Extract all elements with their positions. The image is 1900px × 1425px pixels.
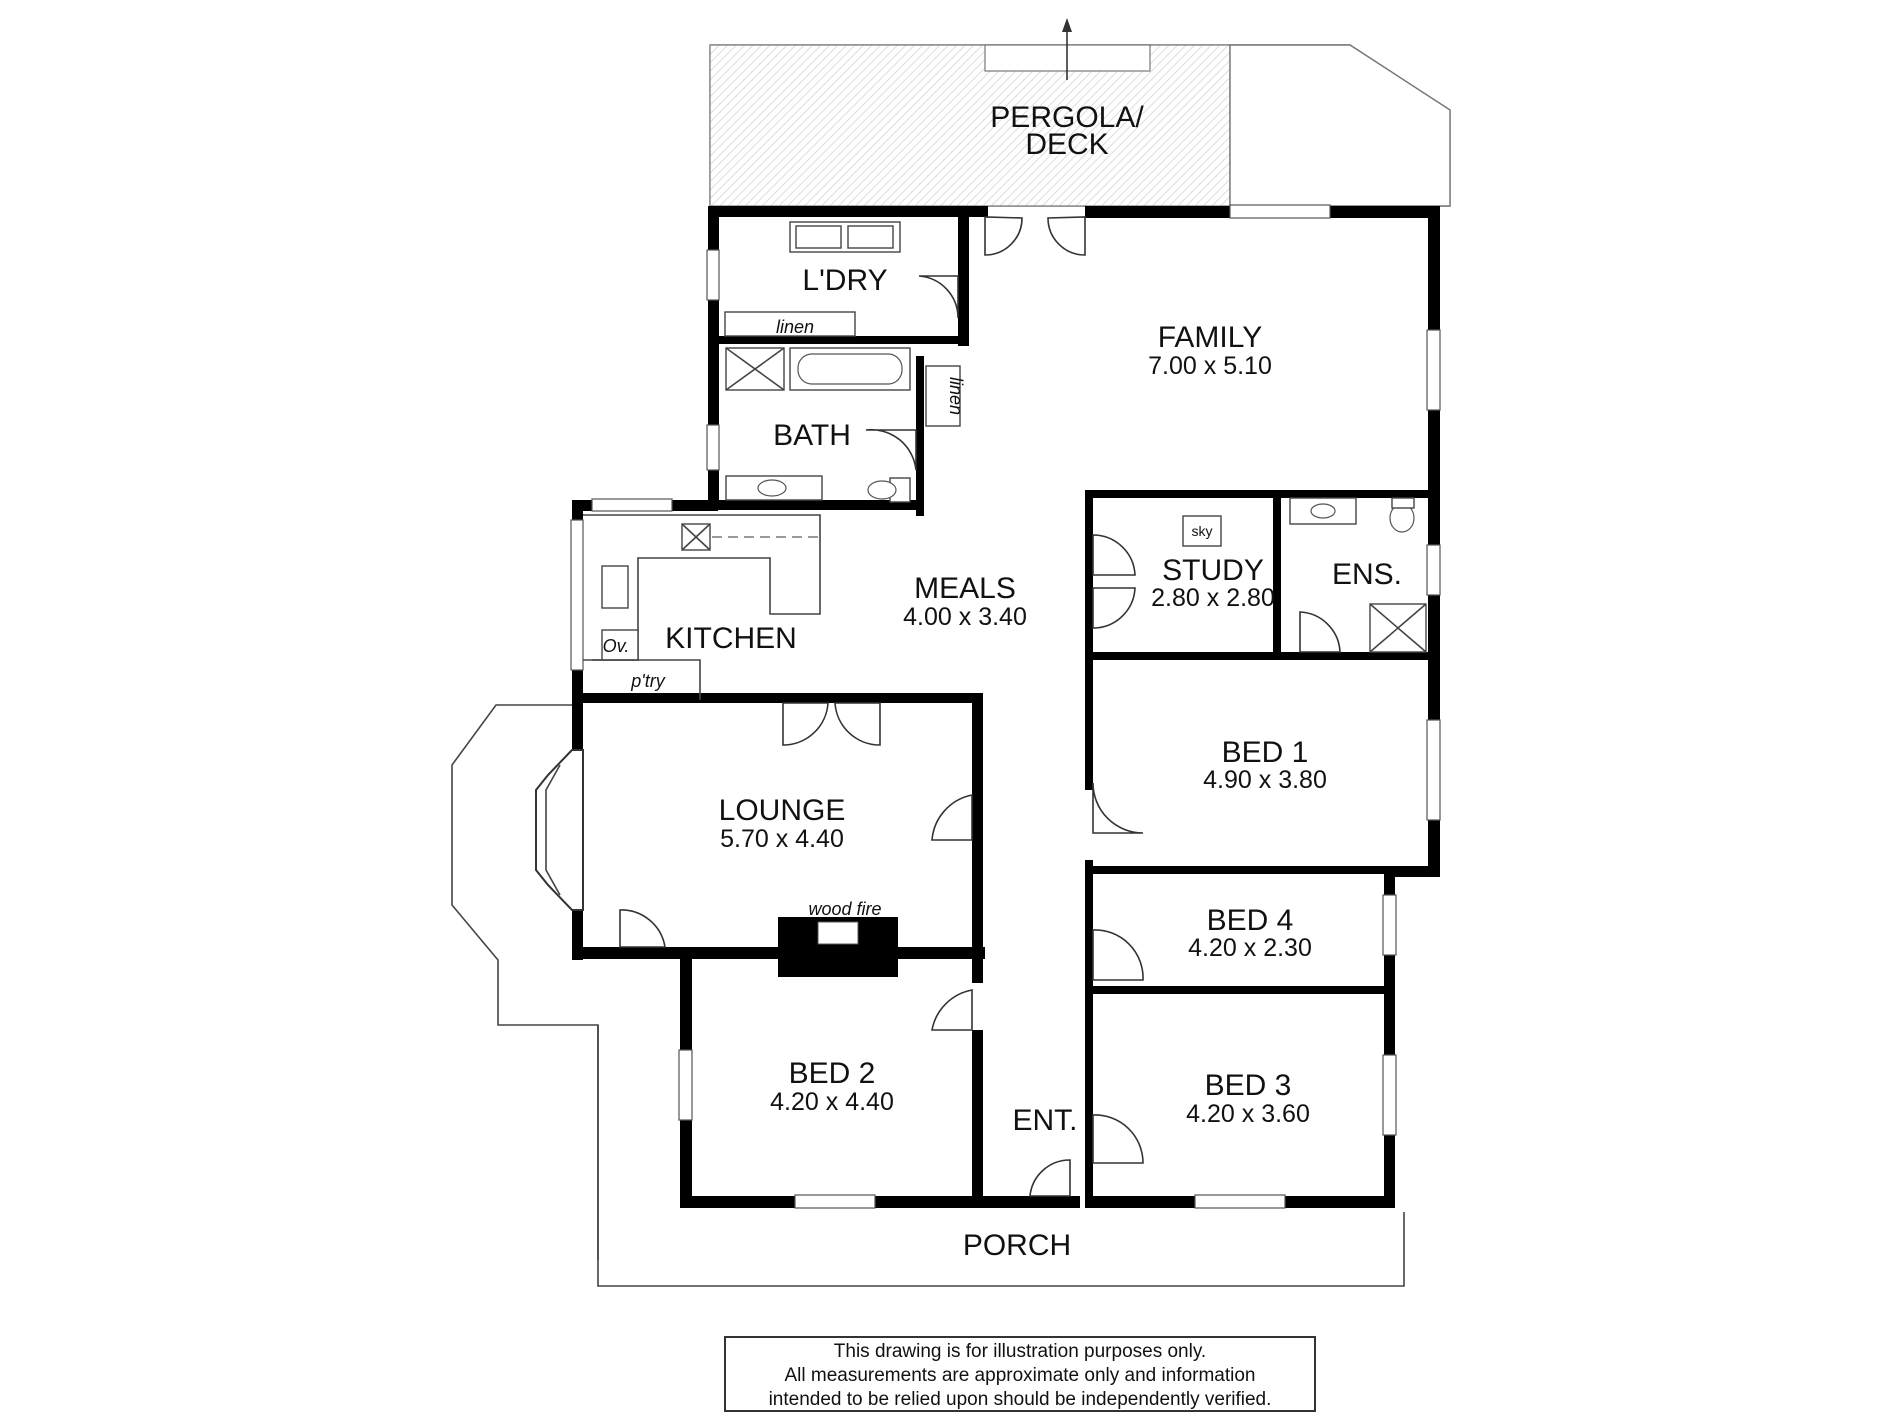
bed1-size: 4.90 x 3.80 bbox=[1203, 766, 1327, 794]
walls bbox=[572, 206, 1440, 1208]
study-size: 2.80 x 2.80 bbox=[1151, 584, 1275, 612]
porch-label: PORCH bbox=[963, 1229, 1071, 1262]
meals-size: 4.00 x 3.40 bbox=[903, 603, 1027, 631]
bath-label: BATH bbox=[773, 419, 851, 452]
family-label: FAMILY bbox=[1158, 321, 1262, 354]
pergola-label-line1: PERGOLA/ bbox=[990, 101, 1144, 134]
pergola-label-line2: DECK bbox=[1025, 128, 1108, 161]
porch-outline bbox=[451, 704, 1405, 1287]
entry-label: ENT. bbox=[1012, 1104, 1077, 1137]
family-size: 7.00 x 5.10 bbox=[1148, 352, 1272, 380]
pergola-deck bbox=[709, 18, 1451, 207]
lounge-size: 5.70 x 4.40 bbox=[720, 825, 844, 853]
bed3-label: BED 3 bbox=[1205, 1069, 1292, 1102]
bed4-label: BED 4 bbox=[1207, 904, 1294, 937]
kitchen-label: KITCHEN bbox=[665, 622, 797, 655]
skylight-label: sky bbox=[1192, 523, 1213, 539]
linen-hall-label: linen bbox=[946, 377, 966, 415]
bed2-label: BED 2 bbox=[789, 1057, 876, 1090]
bed3-size: 4.20 x 3.60 bbox=[1186, 1100, 1310, 1128]
doors bbox=[619, 216, 1341, 1197]
bed1-label: BED 1 bbox=[1222, 736, 1309, 769]
linen-laundry-label: linen bbox=[776, 317, 814, 337]
pantry-label: p'try bbox=[630, 671, 665, 691]
laundry-label: L'DRY bbox=[802, 264, 887, 297]
ensuite-label: ENS. bbox=[1332, 558, 1402, 591]
oven-label: Ov. bbox=[603, 636, 630, 656]
disclaimer-line3: intended to be relied upon should be ind… bbox=[768, 1389, 1272, 1410]
wood-fire-label: wood fire bbox=[808, 899, 881, 919]
disclaimer-line1: This drawing is for illustration purpose… bbox=[833, 1341, 1207, 1362]
lounge-label: LOUNGE bbox=[719, 794, 846, 827]
bed4-size: 4.20 x 2.30 bbox=[1188, 934, 1312, 962]
study-label: STUDY bbox=[1162, 554, 1264, 587]
meals-label: MEALS bbox=[914, 572, 1016, 605]
windows bbox=[535, 204, 1441, 1209]
pergola-label: PERGOLA/ DECK bbox=[990, 101, 1144, 161]
fixtures bbox=[583, 221, 1427, 700]
disclaimer-box: This drawing is for illustration purpose… bbox=[724, 1336, 1316, 1412]
disclaimer-line2: All measurements are approximate only an… bbox=[784, 1365, 1256, 1386]
bed2-size: 4.20 x 4.40 bbox=[770, 1088, 894, 1116]
